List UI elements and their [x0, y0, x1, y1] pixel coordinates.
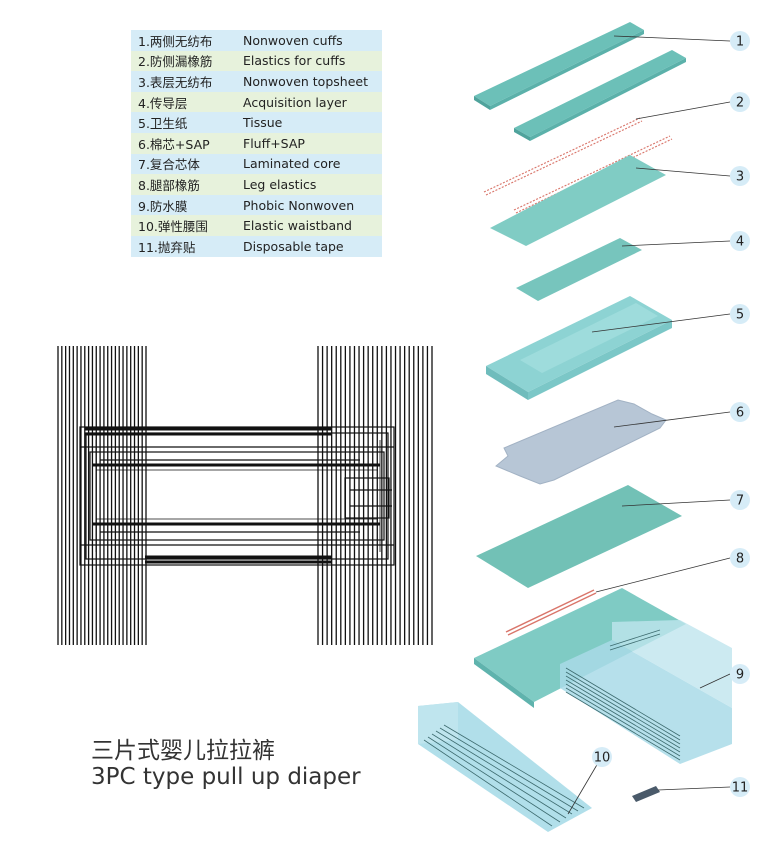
legend-english-label: Acquisition layer: [236, 91, 382, 113]
callout-circle: [730, 490, 750, 510]
legend-english-label: Elastics for cuffs: [236, 50, 382, 72]
callout-number: 8: [736, 552, 744, 567]
layer-11-disposable-tape: [632, 786, 660, 802]
callout-circle: [730, 304, 750, 324]
callout-11: 11: [730, 777, 750, 797]
legend-english-label: Nonwoven topsheet: [236, 71, 382, 92]
callout-circle: [730, 231, 750, 251]
callout-3: 3: [730, 166, 750, 186]
callout-1: 1: [730, 31, 750, 51]
layer-10-elastic-waistband: [418, 702, 592, 832]
callout-8: 8: [730, 548, 750, 568]
title-chinese: 三片式婴儿拉拉裤: [91, 738, 275, 764]
callout-6: 6: [730, 402, 750, 422]
callout-number: 4: [736, 235, 744, 250]
legend-english-label: Leg elastics: [236, 174, 382, 195]
callout-number: 9: [736, 668, 744, 683]
callout-9: 9: [730, 664, 750, 684]
callout-leaders: [567, 35, 731, 815]
callout-circle: [730, 548, 750, 568]
layer-2-elastics-for-cuffs: [483, 117, 673, 214]
legend-chinese-label: 9.防水膜: [131, 194, 236, 216]
chassis-elastic-bands: [85, 427, 380, 564]
legend-chinese-label: 1.两侧无纺布: [131, 30, 236, 51]
legend-english-label: Nonwoven cuffs: [236, 30, 382, 51]
legend-english-label: Tissue: [236, 112, 382, 133]
callout-markers: 1 2 3 4 5 6 7 8 9 10 11: [592, 31, 750, 797]
callout-5: 5: [730, 304, 750, 324]
legend-chinese-label: 2.防侧漏橡筋: [131, 50, 236, 72]
legend-english-label: Disposable tape: [236, 235, 382, 257]
callout-circle: [730, 166, 750, 186]
layer-8-leg-elastics: [505, 589, 597, 636]
layer-9-phobic-nonwoven: [474, 588, 732, 764]
exploded-layers: [418, 22, 732, 832]
legend-chinese-label: 8.腿部橡筋: [131, 174, 236, 195]
callout-number: 10: [594, 751, 611, 766]
layer-5-tissue: [486, 296, 672, 400]
legend-chinese-label: 3.表层无纺布: [131, 71, 236, 92]
layer-3-nonwoven-topsheet: [490, 155, 666, 246]
legend-chinese-label: 6.棉芯+SAP: [131, 132, 236, 154]
callout-circle: [730, 31, 750, 51]
callout-number: 2: [736, 96, 744, 111]
callout-number: 1: [736, 35, 744, 50]
legend-chinese-label: 5.卫生纸: [131, 112, 236, 133]
legend-english-label: Laminated core: [236, 153, 382, 175]
legend-english-label: Phobic Nonwoven: [236, 194, 382, 216]
callout-number: 3: [736, 170, 744, 185]
callout-circle: [730, 402, 750, 422]
callout-circle: [592, 747, 612, 767]
callout-2: 2: [730, 92, 750, 112]
layer-1-nonwoven-cuffs: [474, 22, 686, 141]
callout-circle: [730, 777, 750, 797]
callout-number: 7: [736, 494, 744, 509]
callout-7: 7: [730, 490, 750, 510]
left-waist-panel-lines: [57, 346, 147, 645]
callout-circle: [730, 92, 750, 112]
callout-number: 11: [732, 781, 749, 796]
callout-number: 5: [736, 308, 744, 323]
chassis-inner-lines: [95, 440, 381, 552]
legend-chinese-label: 4.传导层: [131, 91, 236, 113]
right-waist-panel-lines: [317, 346, 433, 645]
legend-chinese-label: 7.复合芯体: [131, 153, 236, 175]
legend-chinese-label: 10.弹性腰围: [131, 215, 236, 236]
layer-7-laminated-core: [476, 485, 682, 588]
callout-4: 4: [730, 231, 750, 251]
title-english: 3PC type pull up diaper: [91, 764, 361, 790]
legend-english-label: Elastic waistband: [236, 215, 382, 236]
legend-english-label: Fluff+SAP: [236, 132, 382, 154]
layer-4-acquisition-layer: [516, 238, 642, 301]
flat-diaper-line-drawing: [57, 346, 433, 645]
chassis-outline: [79, 426, 395, 566]
callout-circle: [730, 664, 750, 684]
callout-number: 6: [736, 406, 744, 421]
legend-chinese-label: 11.抛弃贴: [131, 235, 236, 257]
callout-10: 10: [592, 747, 612, 767]
layer-6-fluff-sap: [495, 399, 667, 485]
